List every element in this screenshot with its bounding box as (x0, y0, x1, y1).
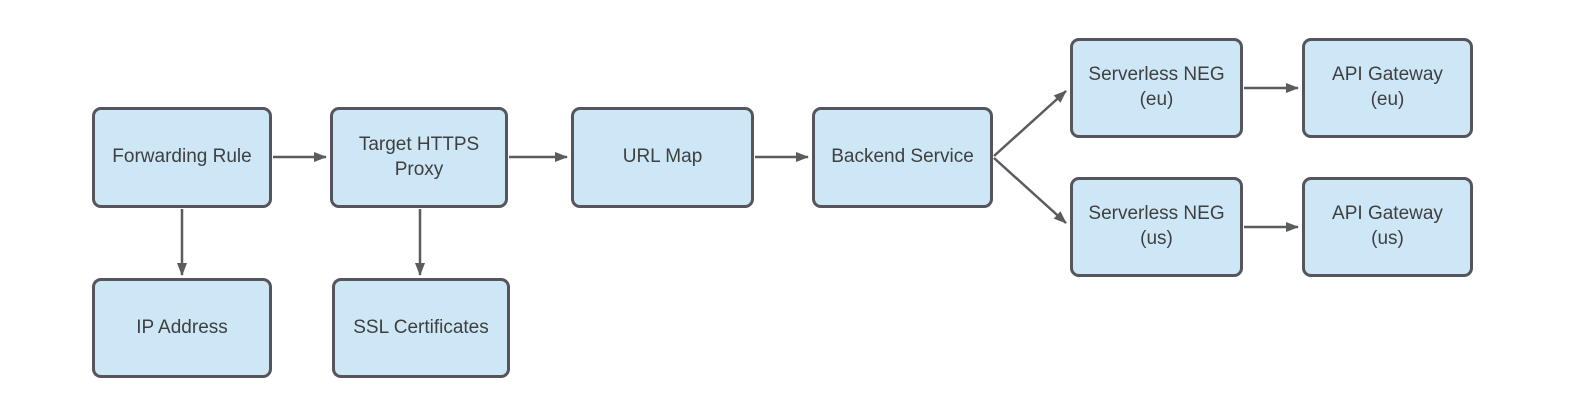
node-ssl-certificates-label: SSL Certificates (353, 316, 489, 338)
node-api-gateway-eu-label: API Gateway (eu) (1332, 64, 1443, 110)
edge-backend-service-to-serverless-neg-us (993, 157, 1067, 224)
node-api-gateway-us-label: API Gateway (us) (1332, 203, 1443, 249)
node-forwarding-rule: Forwarding Rule (92, 107, 272, 208)
node-target-https-proxy: Target HTTPS Proxy (330, 107, 508, 208)
node-url-map-label: URL Map (622, 146, 703, 168)
node-serverless-neg-eu-label: Serverless NEG (eu) (1088, 64, 1225, 110)
node-forwarding-rule-label: Forwarding Rule (112, 146, 252, 168)
node-serverless-neg-us-label: Serverless NEG (us) (1088, 203, 1225, 249)
node-backend-service: Backend Service (812, 107, 993, 208)
node-serverless-neg-eu: Serverless NEG (eu) (1070, 38, 1243, 138)
node-backend-service-label: Backend Service (831, 146, 974, 168)
node-serverless-neg-us: Serverless NEG (us) (1070, 177, 1243, 277)
node-api-gateway-eu: API Gateway (eu) (1302, 38, 1473, 138)
edge-backend-service-to-serverless-neg-eu (993, 90, 1067, 157)
node-ip-address: IP Address (92, 278, 272, 378)
node-ssl-certificates: SSL Certificates (332, 278, 510, 378)
node-target-https-proxy-label: Target HTTPS Proxy (358, 133, 480, 180)
node-api-gateway-us: API Gateway (us) (1302, 177, 1473, 277)
node-ip-address-label: IP Address (136, 316, 228, 338)
node-url-map: URL Map (571, 107, 754, 208)
